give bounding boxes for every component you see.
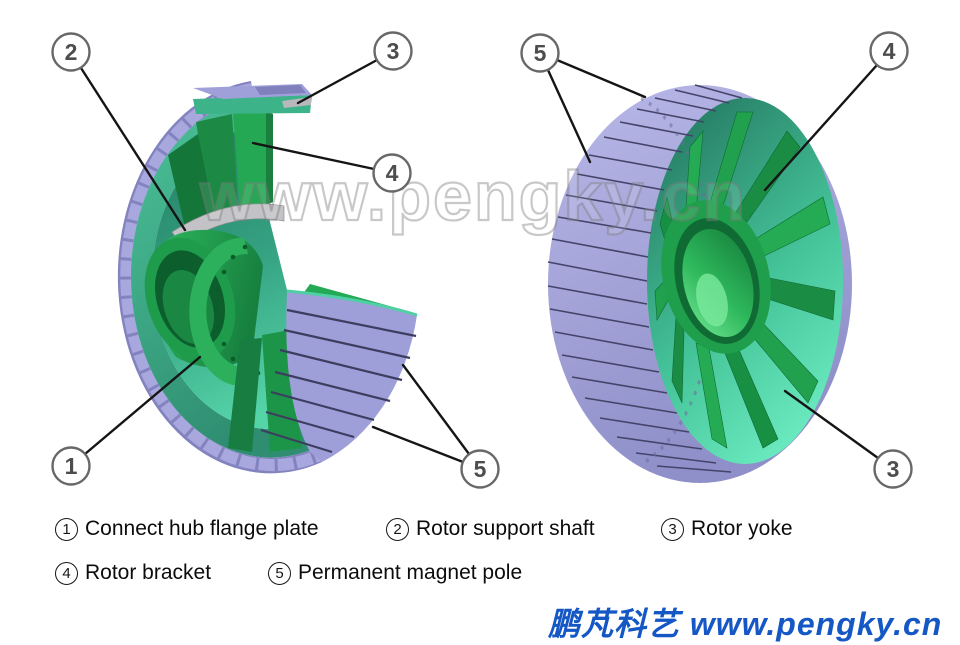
legend-num-1: 1 [55,517,78,541]
legend-num-5: 5 [268,561,291,585]
spoke [228,338,262,452]
legend-item-1: 1 Connect hub flange plate [55,517,319,541]
callout-1: 1 [51,446,91,486]
magnet-pole-separators [260,308,417,454]
watermark-text: www.pengky.cn [199,157,747,235]
upper-blade [196,114,238,218]
callout-3-right: 3 [873,449,913,489]
callout-5-right: 5 [520,33,560,73]
svg-text:2: 2 [65,39,78,65]
leader-lines [79,58,880,464]
legend-num-3: 3 [661,517,684,541]
rotor-bracket-plate [233,111,266,208]
legend-item-5: 5 Permanent magnet pole [268,561,522,585]
rotor-full-figure [547,84,852,483]
legend-label-1: Connect hub flange plate [85,517,319,540]
callout-2: 2 [51,32,91,72]
legend-item-2: 2 Rotor support shaft [386,517,595,541]
legend-label-3: Rotor yoke [691,517,793,540]
svg-text:5: 5 [474,456,487,482]
svg-text:4: 4 [386,160,399,186]
callout-5-left: 5 [460,449,500,489]
magnet-poles-inner-view [286,291,417,462]
callout-4-left: 4 [372,153,412,193]
svg-text:3: 3 [887,456,900,482]
svg-text:4: 4 [883,38,896,64]
legend-item-3: 3 Rotor yoke [661,517,793,541]
legend-label-5: Permanent magnet pole [298,561,523,584]
svg-text:1: 1 [65,453,78,479]
legend-num-4: 4 [55,561,78,585]
legend-label-2: Rotor support shaft [416,517,595,540]
rotor-bracket-plate-side [266,111,273,205]
magnet-separators [547,84,743,473]
upper-blade [168,134,214,232]
rotor-cutaway-figure [117,81,418,474]
callout-4-right: 4 [869,31,909,71]
legend-label-4: Rotor bracket [85,561,212,584]
magnet-segments [120,83,323,472]
callout-3-left: 3 [373,31,413,71]
hub [661,200,771,354]
svg-text:5: 5 [534,40,547,66]
callout-markers: 1 2 3 4 5 5 4 3 [51,31,913,489]
svg-text:3: 3 [387,38,400,64]
hub-flange-ring [189,237,259,386]
rotor-bracket-spokes [654,111,836,449]
site-branding: 鹏芃科艺 www.pengky.cn [548,606,943,642]
legend-item-4: 4 Rotor bracket [55,561,211,585]
yoke-cut-face [193,95,312,114]
legend-num-2: 2 [386,517,409,541]
magnet-band-teal-edge [286,289,418,317]
magnet-cut-shadow [255,85,306,95]
